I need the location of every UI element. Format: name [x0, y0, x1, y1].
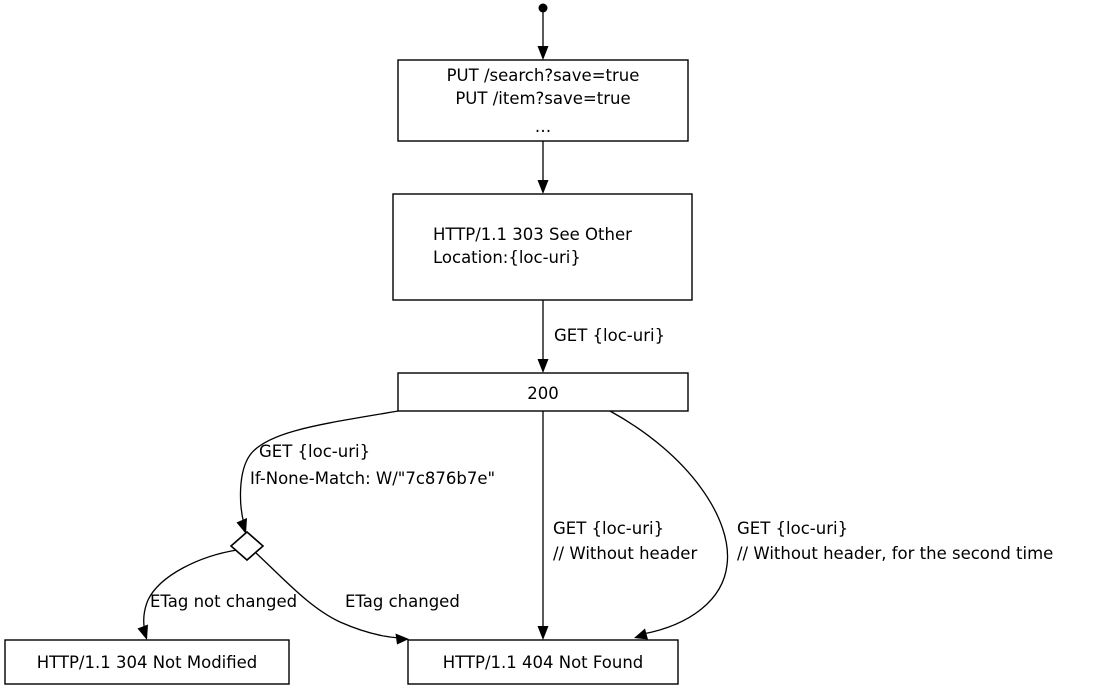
arrowhead-icon: [634, 628, 648, 640]
edge-etag-decision-to-304: [137, 549, 238, 640]
edge-see-other-to-200: [537, 300, 549, 373]
arrowhead-icon: [137, 624, 148, 640]
node-put-requests-line-2: PUT /item?save=true: [455, 89, 630, 108]
edge-line: [609, 410, 729, 635]
node-not-modified-304-label: HTTP/1.1 304 Not Modified: [37, 653, 258, 672]
edge-label-decision-to-404: ETag changed: [345, 592, 460, 611]
edge-put-requests-to-see-other: [537, 141, 549, 194]
edge-line: [143, 549, 238, 633]
node-ok-200-label: 200: [527, 384, 559, 403]
edge-line: [255, 552, 400, 639]
edge-line: [239, 410, 399, 525]
node-not-found-404-label: HTTP/1.1 404 Not Found: [443, 653, 644, 672]
edge-label-200-to-404-curve-line-2: // Without header, for the second time: [737, 544, 1053, 563]
start-node-dot: [538, 3, 548, 13]
arrowhead-icon: [395, 633, 409, 645]
node-put-requests-line-1: PUT /search?save=true: [447, 66, 640, 85]
edge-label-see-other-to-200: GET {loc-uri}: [554, 326, 665, 345]
edge-200-to-404-direct: [537, 411, 549, 640]
node-not-modified-304[interactable]: HTTP/1.1 304 Not Modified: [4, 639, 290, 685]
node-ok-200[interactable]: 200: [397, 372, 689, 412]
node-box[interactable]: [4, 639, 290, 685]
arrowhead-icon: [537, 180, 549, 194]
edge-label-200-to-decision-line-1: GET {loc-uri}: [259, 442, 370, 461]
edge-label-decision-to-304: ETag not changed: [150, 592, 297, 611]
node-see-other[interactable]: HTTP/1.1 303 See Other Location:{loc-uri…: [392, 193, 693, 301]
node-see-other-line-2: Location:{loc-uri}: [433, 248, 581, 267]
node-put-requests-line-3: …: [535, 117, 552, 136]
edge-label-200-to-decision-line-2: If-None-Match: W/"7c876b7e": [250, 469, 495, 488]
arrowhead-icon: [236, 518, 247, 534]
node-box[interactable]: [392, 193, 693, 301]
edge-start-to-put-requests: [537, 12, 549, 60]
edge-label-200-to-404-direct-line-2: // Without header: [553, 544, 697, 563]
edge-etag-decision-to-404: [255, 552, 409, 645]
node-put-requests[interactable]: PUT /search?save=true PUT /item?save=tru…: [397, 59, 689, 142]
node-box[interactable]: [397, 372, 689, 412]
arrowhead-icon: [537, 626, 549, 640]
arrowhead-icon: [537, 46, 549, 60]
arrowhead-icon: [537, 359, 549, 373]
node-etag-decision[interactable]: [229, 530, 265, 562]
node-see-other-line-1: HTTP/1.1 303 See Other: [433, 225, 632, 244]
edge-200-to-etag-decision: [236, 410, 399, 534]
edge-label-200-to-404-curve-line-1: GET {loc-uri}: [737, 519, 848, 538]
node-box[interactable]: [397, 59, 689, 142]
node-not-found-404[interactable]: HTTP/1.1 404 Not Found: [407, 639, 679, 685]
node-box[interactable]: [407, 639, 679, 685]
edge-label-200-to-404-direct-line-1: GET {loc-uri}: [553, 519, 664, 538]
edge-200-to-404-curve: [609, 410, 729, 640]
node-diamond-shape[interactable]: [229, 530, 265, 562]
